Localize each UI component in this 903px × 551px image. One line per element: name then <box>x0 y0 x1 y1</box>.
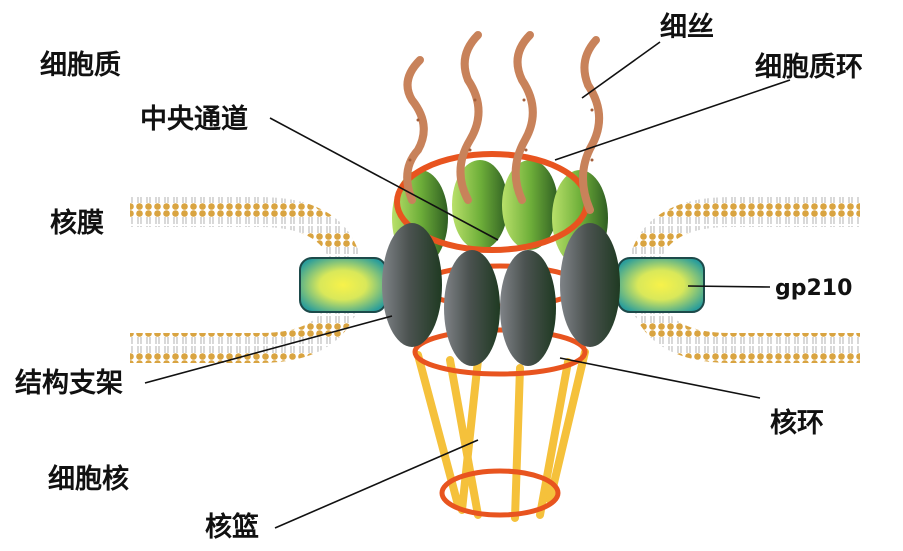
label-nuclear-ring: 核环 <box>770 407 824 439</box>
label-nuclear-basket: 核篮 <box>205 511 259 543</box>
label-gp210: gp210 <box>775 276 852 301</box>
central-channel-ring <box>420 266 580 306</box>
nuclear-ring <box>415 330 585 374</box>
label-central-channel: 中央通道 <box>140 103 248 135</box>
label-cytoplasm: 细胞质 <box>40 49 121 81</box>
gp210-left <box>300 258 386 312</box>
label-cytoplasmic-ring: 细胞质环 <box>755 51 863 83</box>
label-nucleus: 细胞核 <box>48 463 129 495</box>
label-filament: 细丝 <box>660 11 714 43</box>
label-nuclear-envelope: 核膜 <box>50 207 104 239</box>
label-scaffold: 结构支架 <box>15 368 123 399</box>
gp210-right <box>618 258 704 312</box>
scaffold-subunits <box>382 223 620 366</box>
